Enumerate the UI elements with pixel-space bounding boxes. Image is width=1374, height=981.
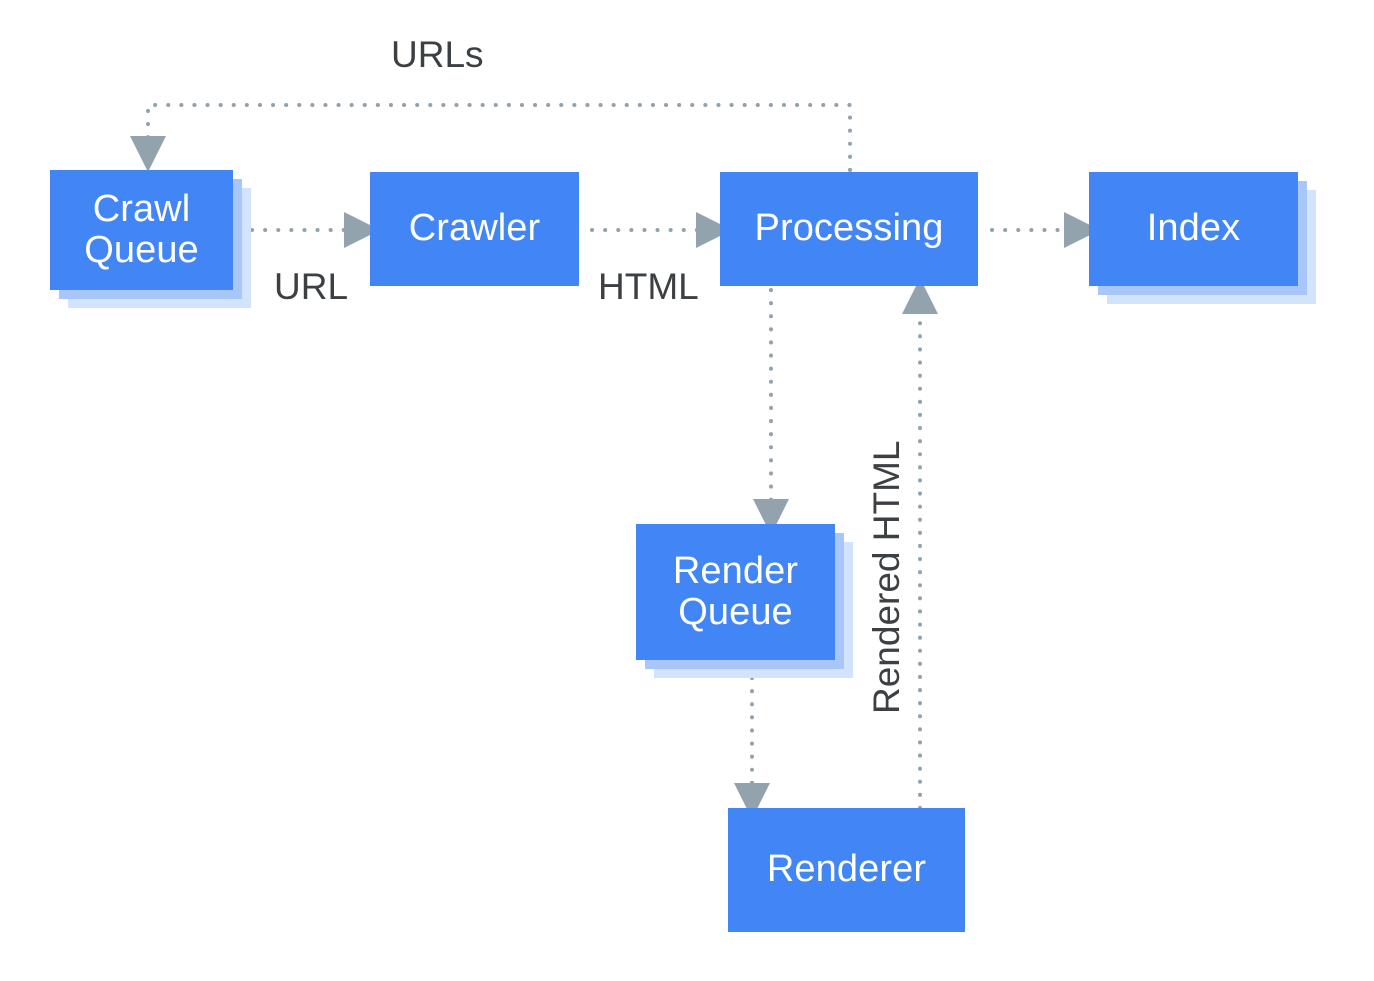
node-face: Processing xyxy=(720,172,978,286)
node-processing[interactable]: Processing xyxy=(720,172,978,286)
node-label-renderer: Renderer xyxy=(766,848,927,891)
edge-label-html: HTML xyxy=(598,266,699,307)
node-render-queue[interactable]: Render Queue xyxy=(636,524,853,678)
edge-label-urls: URLs xyxy=(391,34,484,75)
edge-label-url: URL xyxy=(274,266,349,307)
node-renderer[interactable]: Renderer xyxy=(728,808,965,932)
node-face: Renderer xyxy=(728,808,965,932)
node-label-render-queue: Render Queue xyxy=(672,549,799,633)
node-face: Crawl Queue xyxy=(50,170,233,290)
node-face: Index xyxy=(1089,172,1298,286)
node-index[interactable]: Index xyxy=(1089,172,1316,304)
node-face: Render Queue xyxy=(636,524,835,660)
node-crawl-queue[interactable]: Crawl Queue xyxy=(50,170,251,308)
edge-processing-to-crawl-queue xyxy=(130,103,852,172)
node-label-index: Index xyxy=(1146,207,1241,250)
node-crawler[interactable]: Crawler xyxy=(370,172,579,286)
node-label-processing: Processing xyxy=(754,207,944,250)
node-label-crawler: Crawler xyxy=(408,207,541,250)
edge-label-rendered-html: Rendered HTML xyxy=(866,440,907,714)
node-face: Crawler xyxy=(370,172,579,286)
node-label-crawl-queue: Crawl Queue xyxy=(84,187,199,271)
